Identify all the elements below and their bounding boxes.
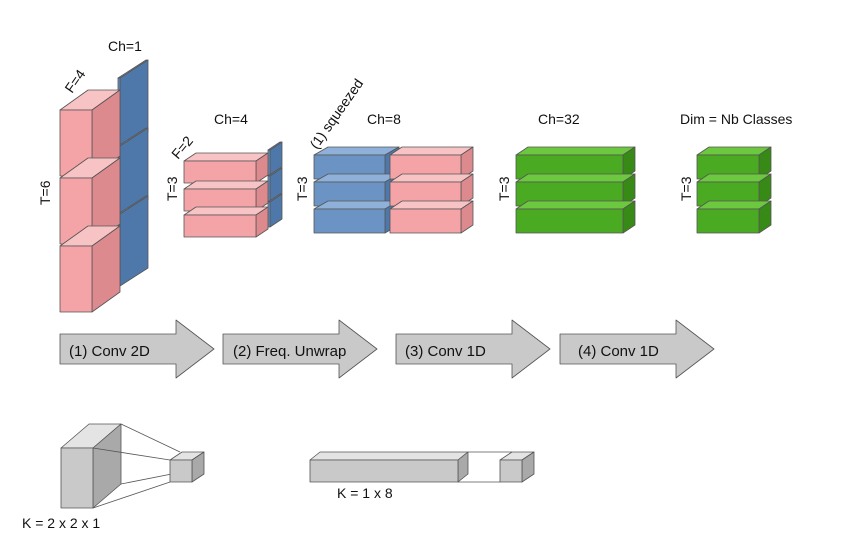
stage3-pink-block-2-top xyxy=(389,173,474,183)
stage3-blue-block-3-top xyxy=(313,200,400,210)
kernel-conv1d-label: K = 1 x 8 xyxy=(337,485,393,501)
stage5-green-block-2-top xyxy=(696,173,772,183)
kernel-2x2x1-cube-front xyxy=(169,459,193,483)
stage1-frequency-label: F=4 xyxy=(61,66,88,95)
stage3-pink-block-3-top xyxy=(389,200,474,210)
stage4-time-label: T=3 xyxy=(496,176,512,201)
arrow-conv1d-b-label: (4) Conv 1D xyxy=(578,343,659,360)
arrow-conv2d-label: (1) Conv 2D xyxy=(69,343,150,360)
stage3-blue-block-2-top xyxy=(313,173,400,183)
stage3-blue-block-1-top xyxy=(313,146,400,156)
stage3-blue-block-3-front xyxy=(313,208,386,234)
stage2-pink-block-1-front xyxy=(183,160,257,184)
kernel-projection-line-1 xyxy=(92,447,171,461)
kernel-conv2d-label: K = 2 x 2 x 1 xyxy=(22,515,100,531)
stage4-channel-label: Ch=32 xyxy=(538,111,580,127)
stage5-green-block-1-top xyxy=(696,146,772,156)
stage2-time-label: T=3 xyxy=(164,176,180,201)
stage5-green-block-3-front xyxy=(696,208,760,234)
kernel-projection-line-4 xyxy=(92,481,171,509)
stage1-channel-label: Ch=1 xyxy=(108,38,142,54)
arrow-conv2d xyxy=(59,319,215,379)
arrow-freq-unwrap xyxy=(222,319,378,379)
kernel-1x8-cube-front xyxy=(499,459,523,483)
kernel1d-input-bar-front xyxy=(309,459,459,483)
diagram-shapes xyxy=(59,59,772,509)
arrow-conv1d-a-label: (3) Conv 1D xyxy=(405,343,486,360)
stage3-pink-block-3-front xyxy=(389,208,462,234)
stage5-green-block-3-top xyxy=(696,200,772,210)
stage4-green-block-3-top xyxy=(515,200,636,210)
arrow-conv1d-a xyxy=(395,319,551,379)
stage5-dim-label: Dim = Nb Classes xyxy=(680,111,792,127)
stage2-pink-block-1-top xyxy=(183,152,269,162)
kernel-projection-line-2 xyxy=(120,423,181,453)
stage1-pink-block-3-front xyxy=(59,245,93,313)
stage4-green-block-2-top xyxy=(515,173,636,183)
kernel1d-input-bar-top xyxy=(309,451,469,461)
stage1-time-label: T=6 xyxy=(37,180,53,205)
kernel-input-volume-front xyxy=(60,447,94,509)
stage3-squeezed-note: (1) squeezed xyxy=(306,76,366,152)
stage2-pink-block-2-top xyxy=(183,180,269,190)
stage5-time-label: T=3 xyxy=(678,176,694,201)
stage4-green-block-3-front xyxy=(515,208,624,234)
stage2-pink-block-3-top xyxy=(183,206,269,216)
stage3-pink-block-1-top xyxy=(389,146,474,156)
stage3-time-label: T=3 xyxy=(294,176,310,201)
stage2-pink-block-3-front xyxy=(183,214,257,238)
arrow-freq-unwrap-label: (2) Freq. Unwrap xyxy=(233,343,346,360)
stage4-green-block-1-top xyxy=(515,146,636,156)
arrow-conv1d-b xyxy=(559,319,715,379)
stage2-channel-label: Ch=4 xyxy=(214,111,248,127)
stage3-channel-label: Ch=8 xyxy=(367,111,401,127)
